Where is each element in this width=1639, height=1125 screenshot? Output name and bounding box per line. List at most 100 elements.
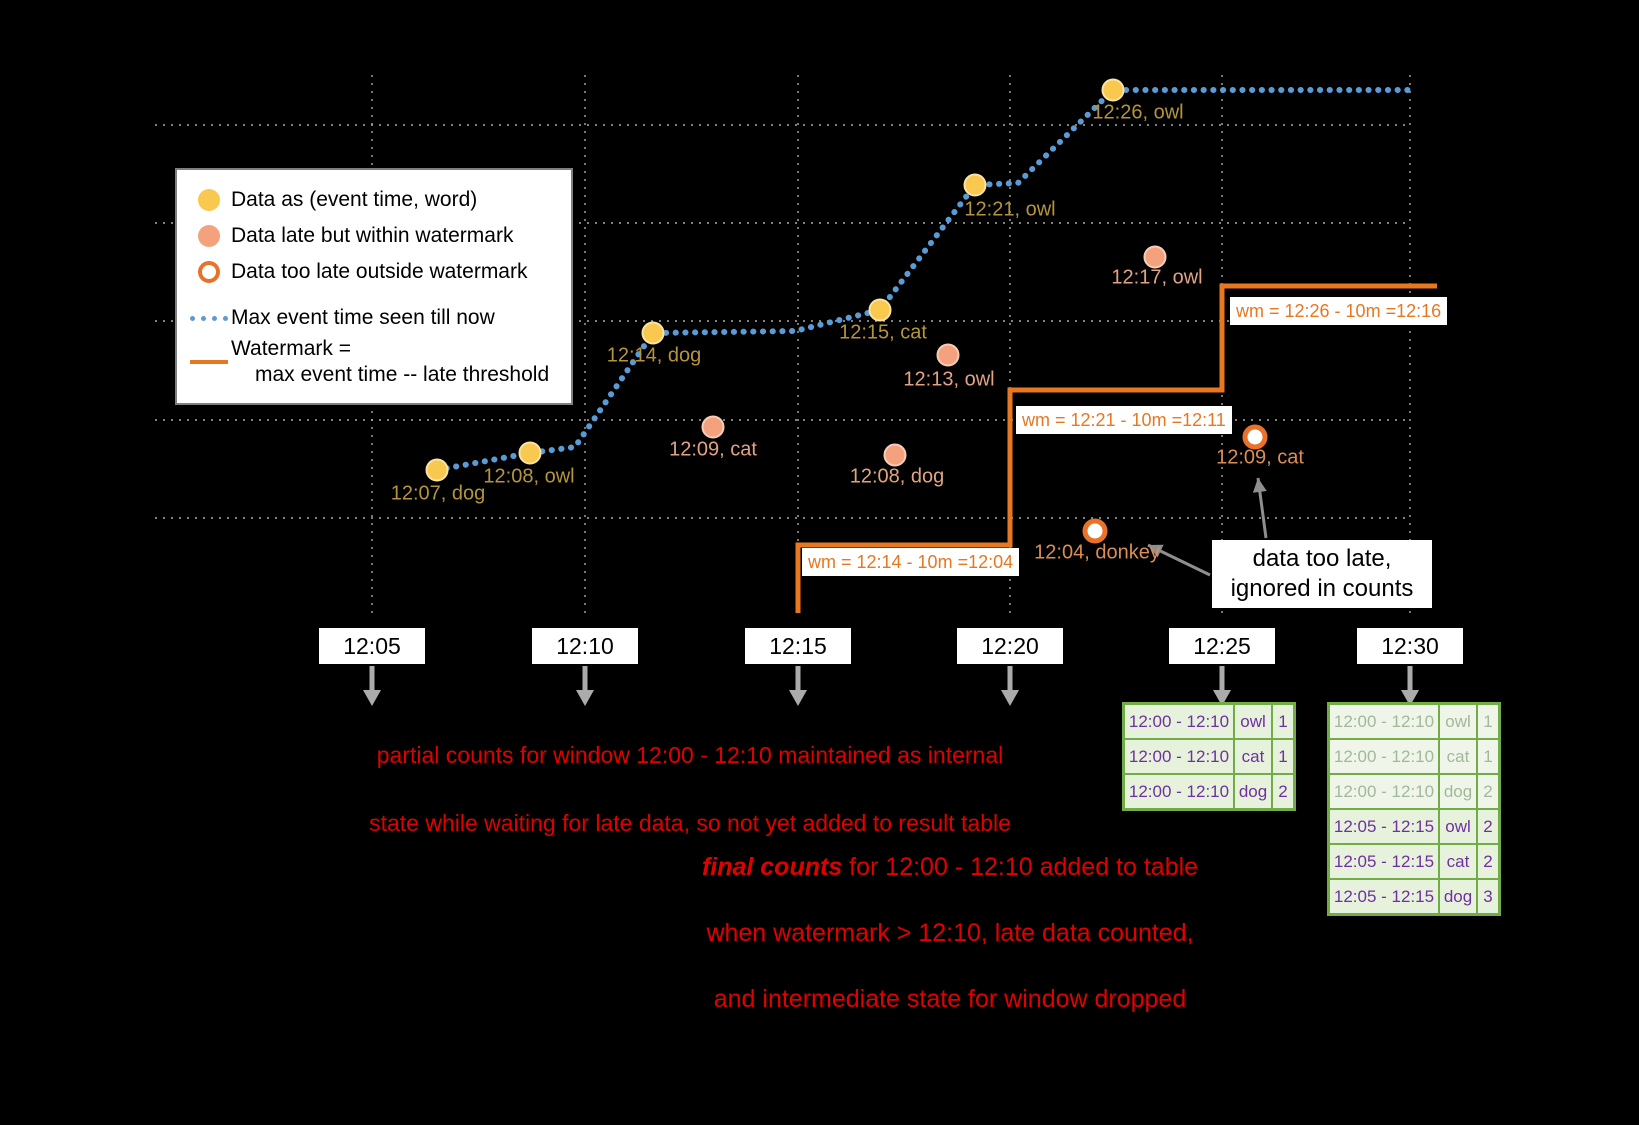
time-tick-12-20: 12:20 [957, 628, 1063, 664]
table-cell: cat [1440, 845, 1476, 878]
watermark-value-label: wm = 12:26 - 10m =12:16 [1230, 297, 1448, 325]
annotation-arrow-head-icon [1148, 544, 1164, 558]
data-point-12-21-owl [963, 173, 987, 197]
legend-label: Data late but within watermark [231, 223, 514, 247]
table-cell: 2 [1273, 775, 1293, 808]
table-cell: 1 [1273, 705, 1293, 738]
table-cell: 12:00 - 12:10 [1330, 775, 1438, 808]
watermark-label-line1: Watermark = [231, 337, 351, 360]
table-cell: cat [1440, 740, 1476, 773]
data-point-12-08-dog [883, 443, 907, 467]
data-point-12-08-owl [518, 441, 542, 465]
legend-item-late: Data late but within watermark [187, 218, 565, 254]
table-cell: 12:00 - 12:10 [1125, 740, 1233, 773]
time-arrow-head-icon [1213, 690, 1231, 706]
data-point-label: 12:21, owl [964, 198, 1056, 221]
table-cell: dog [1235, 775, 1271, 808]
partial-counts-note: partial counts for window 12:00 - 12:10 … [300, 704, 1080, 874]
data-point-12-17-owl [1143, 245, 1167, 269]
table-cell: cat [1235, 740, 1271, 773]
time-arrow-head-icon [576, 690, 594, 706]
table-cell: 1 [1273, 740, 1293, 773]
watermark-value-label: wm = 12:14 - 10m =12:04 [802, 548, 1020, 576]
note-line: data too late, [1252, 545, 1392, 572]
data-point-12-09-cat [701, 415, 725, 439]
table-cell: owl [1235, 705, 1271, 738]
data-point-12-09-cat [1242, 424, 1268, 450]
data-point-12-07-dog [425, 458, 449, 482]
data-point-label: 12:26, owl [1092, 101, 1184, 124]
data-point-12-14-dog [641, 321, 665, 345]
table-cell: 12:00 - 12:10 [1125, 775, 1233, 808]
data-point-label: 12:09, cat [669, 438, 757, 461]
time-tick-12-10: 12:10 [532, 628, 638, 664]
watermark-line [795, 283, 1437, 613]
table-cell: dog [1440, 880, 1476, 913]
data-point-12-04-donkey [1082, 518, 1108, 544]
legend: Data as (event time, word) Data late but… [175, 168, 573, 405]
legend-label: Data too late outside watermark [231, 259, 528, 283]
time-tick-12-05: 12:05 [319, 628, 425, 664]
legend-label: Watermark = max event time -- late thres… [231, 336, 549, 389]
note-line: ignored in counts [1230, 575, 1414, 602]
table-cell: owl [1440, 810, 1476, 843]
final-counts-note: final counts for 12:00 - 12:10 added to … [640, 818, 1260, 1049]
note-line: partial counts for window 12:00 - 12:10 … [376, 742, 1004, 768]
data-point-12-26-owl [1101, 78, 1125, 102]
note-line: and intermediate state for window droppe… [713, 985, 1187, 1013]
table-cell: 12:05 - 12:15 [1330, 810, 1438, 843]
blue-dotted-line-icon [187, 315, 231, 321]
table-cell: 12:00 - 12:10 [1330, 705, 1438, 738]
table-cell: dog [1440, 775, 1476, 808]
note-line: state while waiting for late data, so no… [369, 810, 1011, 836]
table-cell: 12:00 - 12:10 [1330, 740, 1438, 773]
final-counts-emphasis: final counts [701, 853, 843, 881]
data-point-label: 12:08, owl [483, 465, 575, 488]
annotation-arrow-head-icon [1252, 478, 1267, 493]
time-tick-12-15: 12:15 [745, 628, 851, 664]
table-cell: 12:00 - 12:10 [1125, 705, 1233, 738]
legend-item-watermark-line: Watermark = max event time -- late thres… [187, 336, 565, 389]
note-line-rest: for 12:00 - 12:10 added to table [842, 853, 1199, 881]
legend-label: Max event time seen till now [231, 305, 495, 329]
data-point-label: 12:13, owl [903, 368, 995, 391]
table-cell: 2 [1478, 845, 1498, 878]
time-arrow-head-icon [789, 690, 807, 706]
watermark-label-line2: max event time -- late threshold [255, 363, 550, 387]
table-cell: owl [1440, 705, 1476, 738]
ontime-dot-icon [187, 189, 231, 211]
time-arrow-head-icon [1401, 690, 1419, 706]
legend-label: Data as (event time, word) [231, 187, 478, 211]
data-point-label: 12:04, donkey [1034, 541, 1160, 564]
note-line: final counts for 12:00 - 12:10 added to … [640, 851, 1260, 884]
data-point-label: 12:08, dog [849, 465, 945, 488]
time-tick-12-25: 12:25 [1169, 628, 1275, 664]
table-cell: 2 [1478, 775, 1498, 808]
time-tick-12-30: 12:30 [1357, 628, 1463, 664]
legend-item-toolate: Data too late outside watermark [187, 254, 565, 290]
time-arrow-head-icon [1001, 690, 1019, 706]
watermark-value-label: wm = 12:21 - 10m =12:11 [1016, 406, 1232, 434]
table-cell: 12:05 - 12:15 [1330, 880, 1438, 913]
data-point-label: 12:09, cat [1216, 446, 1304, 469]
table-cell: 1 [1478, 740, 1498, 773]
data-point-label: 12:14, dog [606, 344, 702, 367]
data-point-12-15-cat [868, 298, 892, 322]
legend-item-ontime: Data as (event time, word) [187, 182, 565, 218]
time-arrow-head-icon [363, 690, 381, 706]
toolate-circle-icon [187, 261, 231, 283]
table-cell: 1 [1478, 705, 1498, 738]
data-point-label: 12:15, cat [839, 321, 927, 344]
table-cell: 3 [1478, 880, 1498, 913]
too-late-annotation: data too late, ignored in counts [1212, 540, 1432, 608]
max-event-time-line [434, 87, 1415, 473]
data-point-12-13-owl [936, 343, 960, 367]
table-cell: 12:05 - 12:15 [1330, 845, 1438, 878]
late-dot-icon [187, 225, 231, 247]
legend-item-max-event-line: Max event time seen till now [187, 300, 565, 336]
table-cell: 2 [1478, 810, 1498, 843]
data-point-label: 12:07, dog [390, 482, 486, 505]
